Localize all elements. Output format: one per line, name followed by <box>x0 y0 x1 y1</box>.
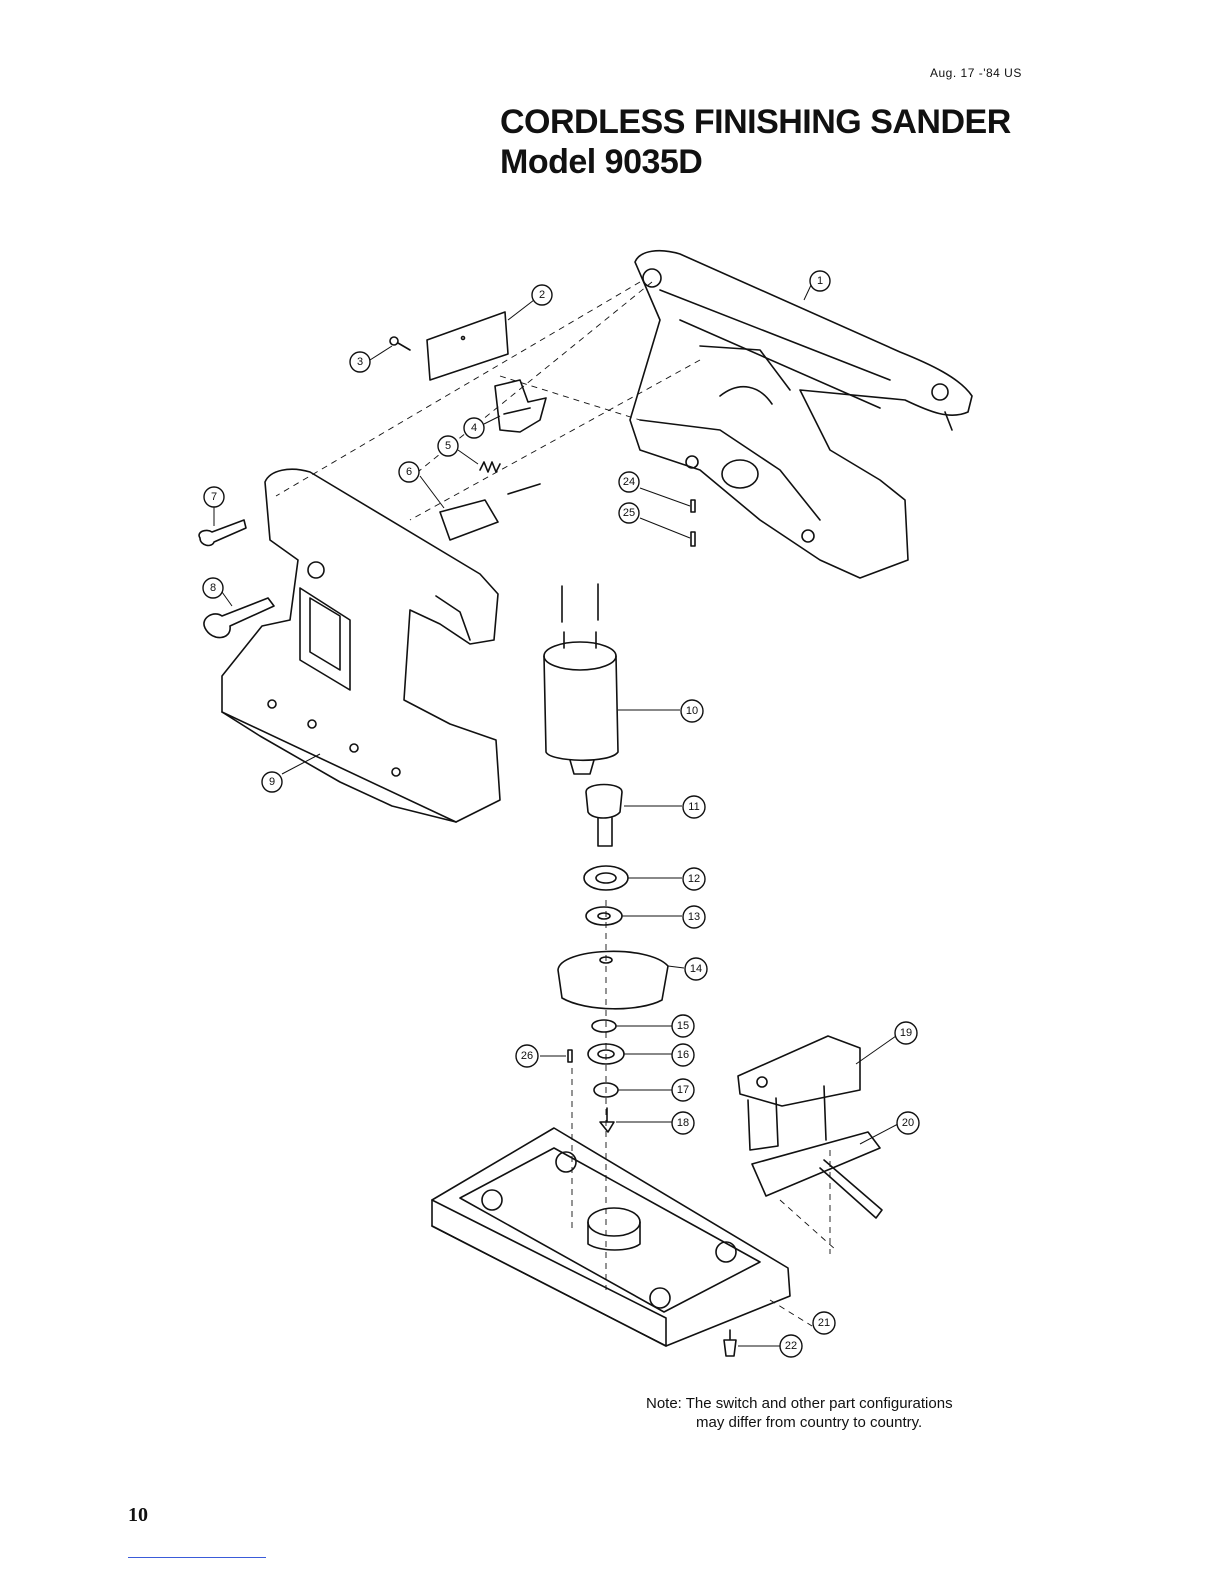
svg-text:11: 11 <box>688 801 699 813</box>
callout-7: 7 <box>204 487 224 507</box>
part-1-housing-right <box>630 251 972 578</box>
svg-text:9: 9 <box>269 776 275 788</box>
callout-8: 8 <box>203 578 223 598</box>
part-5-spring <box>480 462 500 472</box>
callout-10: 10 <box>681 700 703 722</box>
part-10-motor <box>544 632 618 774</box>
part-14-balancer <box>558 951 668 1008</box>
note-line-2: may differ from country to country. <box>646 1413 953 1432</box>
callout-5: 5 <box>438 436 458 456</box>
svg-text:18: 18 <box>677 1117 689 1129</box>
svg-text:15: 15 <box>677 1020 689 1032</box>
part-25-pin <box>691 532 695 546</box>
part-6-switch <box>440 484 540 540</box>
callout-20: 20 <box>897 1112 919 1134</box>
svg-text:8: 8 <box>210 582 216 594</box>
svg-text:4: 4 <box>471 422 477 434</box>
svg-text:1: 1 <box>817 275 823 287</box>
part-20-lever-plate <box>752 1132 882 1218</box>
callout-15: 15 <box>672 1015 694 1037</box>
callout-11: 11 <box>683 796 705 818</box>
callout-26: 26 <box>516 1045 538 1067</box>
callout-18: 18 <box>672 1112 694 1134</box>
note-line-1: Note: The switch and other part configur… <box>646 1394 953 1413</box>
svg-text:19: 19 <box>900 1027 912 1039</box>
part-3-screw <box>390 337 410 350</box>
footer-rule <box>128 1557 266 1558</box>
part-9-housing-left <box>222 469 500 822</box>
callout-1: 1 <box>810 271 830 291</box>
svg-text:13: 13 <box>688 911 700 923</box>
svg-text:22: 22 <box>785 1340 797 1352</box>
part-7-screw <box>199 520 246 545</box>
callout-14: 14 <box>685 958 707 980</box>
part-26-pin <box>568 1050 572 1062</box>
svg-text:2: 2 <box>539 289 545 301</box>
svg-text:24: 24 <box>623 476 635 488</box>
callout-4: 4 <box>464 418 484 438</box>
part-12-bearing <box>584 866 628 890</box>
callout-leaders <box>214 283 898 1346</box>
callout-3: 3 <box>350 352 370 372</box>
assembly-guide-lines <box>276 282 836 1326</box>
callout-17: 17 <box>672 1079 694 1101</box>
svg-text:25: 25 <box>623 507 635 519</box>
callout-2: 2 <box>532 285 552 305</box>
callout-22: 22 <box>780 1335 802 1357</box>
callout-24: 24 <box>619 472 639 492</box>
part-13-washer <box>586 907 622 925</box>
part-24-pin <box>691 500 695 512</box>
svg-text:5: 5 <box>445 440 451 452</box>
svg-text:20: 20 <box>902 1117 914 1129</box>
svg-text:21: 21 <box>818 1317 830 1329</box>
callout-16: 16 <box>672 1044 694 1066</box>
svg-text:14: 14 <box>690 963 702 975</box>
part-19-clamp <box>738 1036 860 1150</box>
callout-12: 12 <box>683 868 705 890</box>
svg-text:7: 7 <box>211 491 217 503</box>
motor-lead-pins <box>562 584 598 622</box>
svg-text:6: 6 <box>406 466 412 478</box>
callout-13: 13 <box>683 906 705 928</box>
part-4-switch-lever <box>495 380 546 432</box>
part-21-pad <box>432 1128 790 1346</box>
part-22-screw <box>724 1330 736 1356</box>
part-2-nameplate <box>427 312 508 380</box>
svg-text:10: 10 <box>686 705 698 717</box>
callout-25: 25 <box>619 503 639 523</box>
callout-19: 19 <box>895 1022 917 1044</box>
svg-text:16: 16 <box>677 1049 689 1061</box>
callout-21: 21 <box>813 1312 835 1334</box>
part-11-pinion-shaft <box>586 785 622 847</box>
part-18-screw <box>600 1108 614 1132</box>
part-15-washer <box>592 1020 616 1032</box>
svg-text:17: 17 <box>677 1084 689 1096</box>
svg-text:12: 12 <box>688 873 700 885</box>
callout-6: 6 <box>399 462 419 482</box>
configuration-note: Note: The switch and other part configur… <box>646 1394 953 1432</box>
svg-text:26: 26 <box>521 1050 533 1062</box>
page-number: 10 <box>128 1504 148 1527</box>
part-8-pin <box>204 598 274 638</box>
svg-text:3: 3 <box>357 356 363 368</box>
callout-9: 9 <box>262 772 282 792</box>
